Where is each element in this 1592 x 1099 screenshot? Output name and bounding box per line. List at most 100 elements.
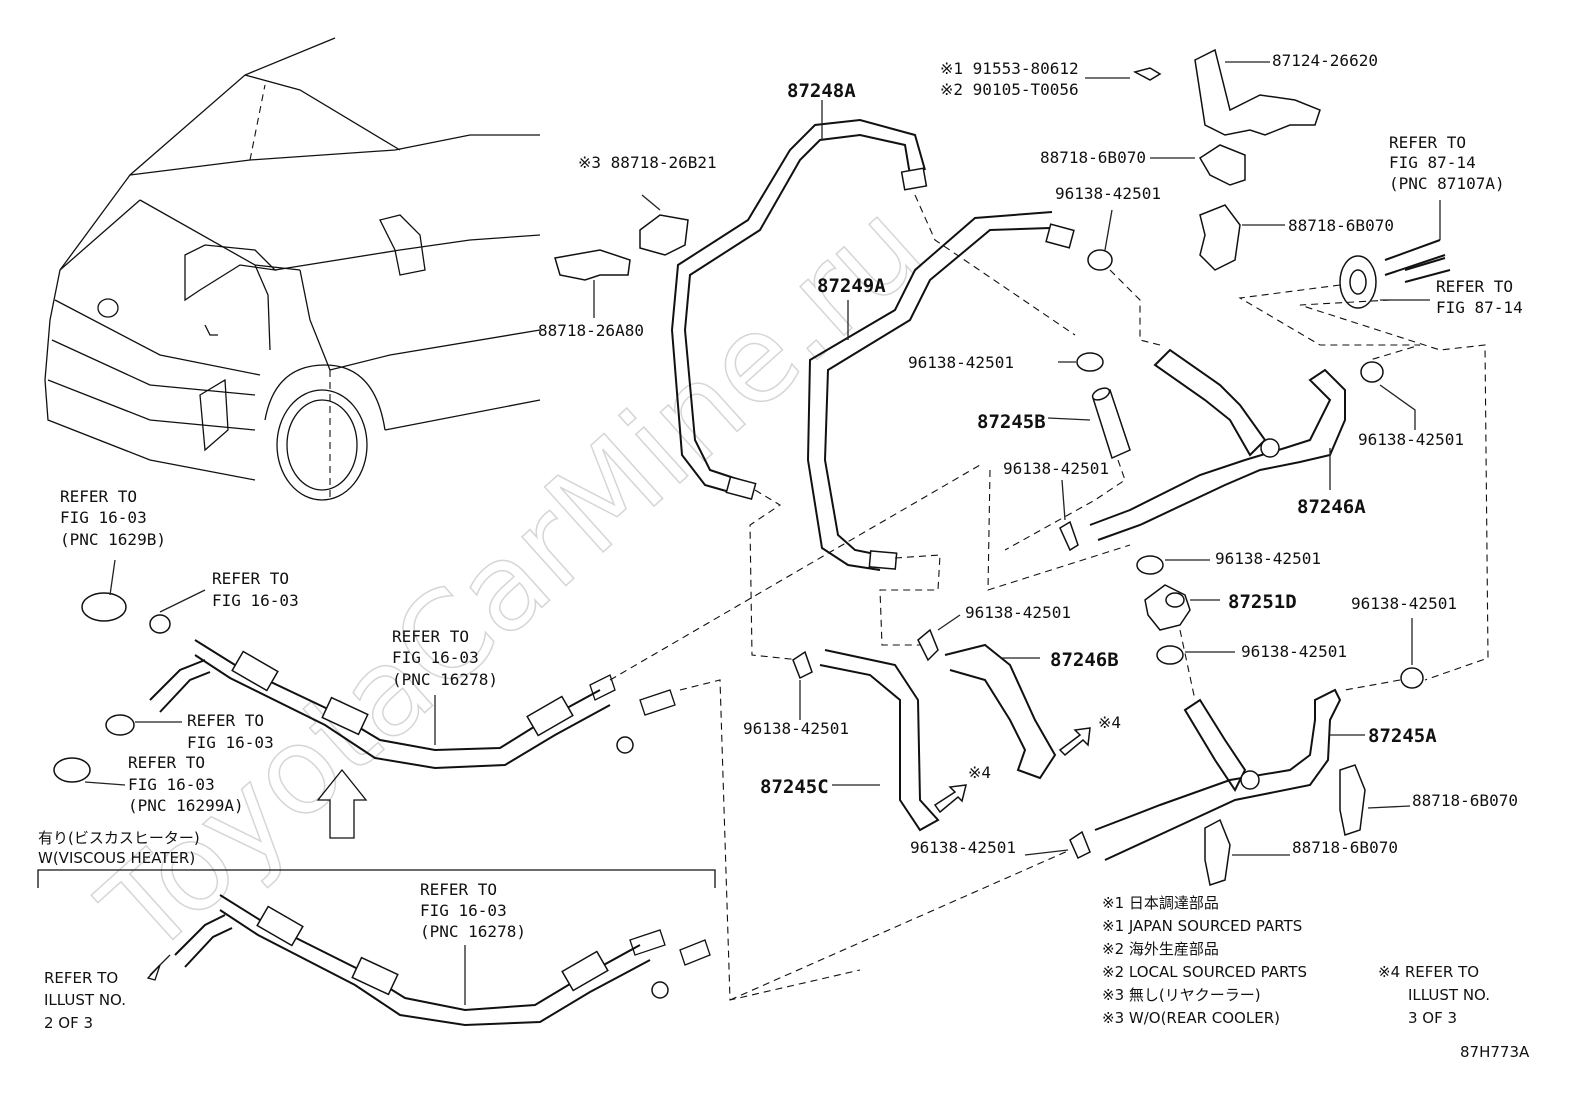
label-clip-mid: 96138-42501	[1003, 459, 1109, 478]
hose-87245C	[819, 649, 940, 832]
refer-8714-a-2: FIG 87-14	[1389, 153, 1476, 172]
legend-2: ※1 JAPAN SOURCED PARTS	[1102, 917, 1302, 935]
refer-8714-b-2: FIG 87-14	[1436, 298, 1523, 317]
water-pipe-upper	[53, 559, 676, 786]
label-87249A: 87249A	[817, 275, 886, 297]
ref5-line1: REFER TO	[128, 753, 205, 772]
note4-a: ※4	[968, 763, 991, 782]
label-87246A: 87246A	[1297, 496, 1366, 518]
ref1-line1: REFER TO	[60, 487, 137, 506]
legend-1: ※1 日本調達部品	[1102, 894, 1219, 912]
clamp-88718-6B070-c	[1339, 764, 1411, 836]
viscous-heater-box	[37, 869, 716, 888]
clamp-88718-6B070-d	[1204, 818, 1290, 886]
label-87245B: 87245B	[977, 411, 1046, 433]
label-bolt-1: ※1 91553-80612	[940, 59, 1079, 78]
legend-6: ※3 W/O(REAR COOLER)	[1102, 1009, 1280, 1027]
viscous-line1: 有り(ビスカスヒーター)	[38, 829, 200, 847]
ref1-line3: (PNC 1629B)	[60, 530, 166, 549]
note4-b: ※4	[1098, 713, 1121, 732]
clip-96138-bottom	[1024, 830, 1091, 860]
label-clamp-d: 88718-6B070	[1292, 838, 1398, 857]
legend-right-1: ※4 REFER TO	[1378, 963, 1479, 981]
label-clamp-c: 88718-6B070	[1412, 791, 1518, 810]
label-87248A: 87248A	[787, 80, 856, 102]
water-pipe-lower	[146, 894, 711, 1027]
label-clamp-251d-bot: 96138-42501	[1241, 642, 1347, 661]
ref3-line2: FIG 16-03	[392, 648, 479, 667]
label-clamp-top: 88718-6B070	[1040, 148, 1146, 167]
ref3-line3: (PNC 16278)	[392, 670, 498, 689]
bolt	[1085, 67, 1162, 81]
clamp-96138-251d-bot	[1156, 629, 1235, 701]
ref7-line1: REFER TO	[44, 969, 118, 987]
legend-4: ※2 LOCAL SOURCED PARTS	[1102, 963, 1307, 981]
clamp-96138-245b	[1058, 352, 1104, 372]
labels: 87248A 87249A 87245B 87246A 87251D 87246…	[38, 51, 1530, 1061]
ref2-line2: FIG 16-03	[212, 591, 299, 610]
clip-96138-246b	[917, 614, 961, 662]
clip-88718-26B21	[639, 194, 689, 256]
clamp-96138-top	[1087, 209, 1161, 346]
ref5-line3: (PNC 16299A)	[128, 796, 244, 815]
ref3-line1: REFER TO	[392, 627, 469, 646]
refer-8714-a-1: REFER TO	[1389, 133, 1466, 152]
connector-87251D	[1144, 584, 1220, 631]
clip-96138-mid	[987, 469, 1131, 591]
watermark: ToyotaCarMine.ru	[76, 177, 949, 982]
hose-87245B	[1004, 387, 1131, 551]
bracket-87124-26620	[1194, 48, 1321, 136]
legend-5: ※3 無し(リヤクーラー)	[1102, 986, 1261, 1004]
ref6-line3: (PNC 16278)	[420, 922, 526, 941]
label-bracket: 87124-26620	[1272, 51, 1378, 70]
label-clamp-96138-top: 96138-42501	[1055, 184, 1161, 203]
legend-right-3: 3 OF 3	[1408, 1009, 1457, 1027]
label-87246B: 87246B	[1050, 649, 1119, 671]
van-illustration	[44, 37, 541, 501]
diagram-code: 87H773A	[1460, 1043, 1530, 1061]
hose-87249A	[806, 211, 1075, 646]
ref2-line1: REFER TO	[212, 569, 289, 588]
hose-87246B	[944, 643, 1057, 780]
hose-87246A	[1089, 348, 1346, 541]
label-clip-bottom: 96138-42501	[910, 838, 1016, 857]
heater-unit-port	[1238, 200, 1489, 681]
clamp-88718-6B070-top	[1150, 144, 1246, 186]
hose-87245A	[1094, 688, 1365, 861]
ref4-line1: REFER TO	[187, 711, 264, 730]
up-arrow	[316, 768, 368, 839]
ref7-line3: 2 OF 3	[44, 1014, 93, 1032]
label-87245C: 87245C	[760, 776, 829, 798]
ref6-line2: FIG 16-03	[420, 901, 507, 920]
clamp-96138-246a	[1360, 361, 1416, 430]
clamp-96138-245a	[1344, 618, 1424, 691]
clamp-96138-251d-top	[1136, 555, 1210, 575]
label-bolt-2: ※2 90105-T0056	[940, 80, 1079, 99]
clamp-88718-6B070-b	[1199, 204, 1285, 271]
label-clip-245c: 96138-42501	[743, 719, 849, 738]
arrow-note4-a	[933, 784, 967, 814]
label-clamp-245b: 96138-42501	[908, 353, 1014, 372]
clip-88718-26A80	[554, 249, 631, 318]
label-clamp-251d-top: 96138-42501	[1215, 549, 1321, 568]
ref7-line2: ILLUST NO.	[44, 991, 126, 1009]
label-clip-246b: 96138-42501	[965, 603, 1071, 622]
legend-right-2: ILLUST NO.	[1408, 986, 1490, 1004]
viscous-line2: W(VISCOUS HEATER)	[38, 849, 195, 867]
label-clip-26A80: 88718-26A80	[538, 321, 644, 340]
hose-87248A	[670, 100, 1076, 661]
ref1-line2: FIG 16-03	[60, 508, 147, 527]
ref6-line1: REFER TO	[420, 880, 497, 899]
ref4-line2: FIG 16-03	[187, 733, 274, 752]
label-clamp-246a: 96138-42501	[1358, 430, 1464, 449]
ref5-line2: FIG 16-03	[128, 775, 215, 794]
label-clip-26B21: ※3 88718-26B21	[578, 153, 717, 172]
label-clamp-245a: 96138-42501	[1351, 594, 1457, 613]
refer-8714-a-3: (PNC 87107A)	[1389, 174, 1505, 193]
legend-3: ※2 海外生産部品	[1102, 940, 1219, 958]
label-87251D: 87251D	[1228, 591, 1297, 613]
label-87245A: 87245A	[1368, 725, 1437, 747]
clip-96138-245c	[792, 650, 813, 720]
refer-8714-b-1: REFER TO	[1436, 277, 1513, 296]
